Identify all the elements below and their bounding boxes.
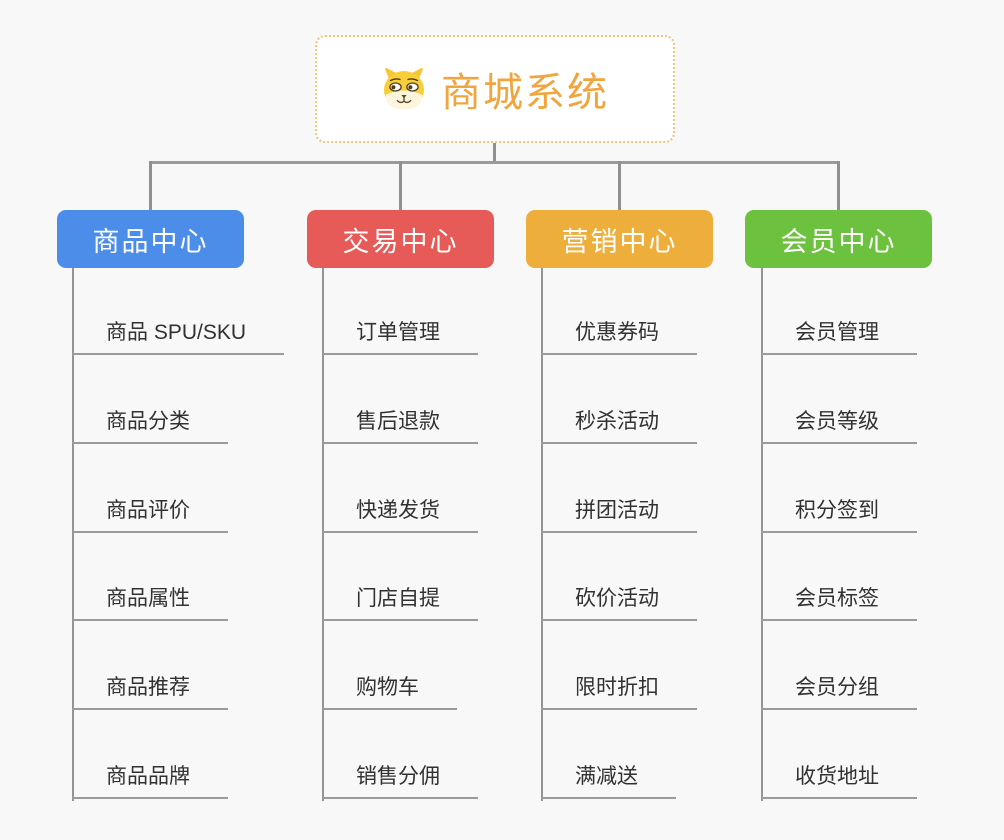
leaf-node[interactable]: 优惠券码: [541, 320, 697, 355]
leaf-node[interactable]: 快递发货: [322, 498, 478, 533]
leaf-node[interactable]: 砍价活动: [541, 586, 697, 621]
leaf-node[interactable]: 积分签到: [761, 498, 917, 533]
branch-node-marketing-center[interactable]: 营销中心: [526, 210, 713, 268]
connector-drop-product: [149, 161, 152, 210]
branch-node-product-center[interactable]: 商品中心: [57, 210, 244, 268]
leaf-node[interactable]: 商品属性: [72, 586, 228, 621]
leaf-node[interactable]: 订单管理: [322, 320, 478, 355]
trunk-line-marketing: [541, 268, 543, 801]
trunk-line-trade: [322, 268, 324, 801]
branch-node-member-center[interactable]: 会员中心: [745, 210, 932, 268]
leaf-node[interactable]: 收货地址: [761, 764, 917, 799]
root-node-label: 商城系统: [441, 71, 609, 115]
connector-drop-trade: [399, 161, 402, 210]
connector-drop-marketing: [618, 161, 621, 210]
branch-label: 会员中心: [780, 226, 897, 257]
leaf-node[interactable]: 拼团活动: [541, 498, 697, 533]
leaf-node[interactable]: 门店自提: [322, 586, 478, 621]
leaf-node[interactable]: 满减送: [541, 764, 676, 799]
trunk-line-product: [72, 268, 74, 801]
leaf-node[interactable]: 会员分组: [761, 675, 917, 710]
leaf-node[interactable]: 商品分类: [72, 409, 228, 444]
root-connector-stub: [493, 143, 496, 162]
branch-node-trade-center[interactable]: 交易中心: [307, 210, 494, 268]
leaf-node[interactable]: 商品 SPU/SKU: [72, 320, 285, 355]
leaf-node[interactable]: 会员等级: [761, 409, 917, 444]
leaf-node[interactable]: 会员管理: [761, 320, 917, 355]
leaf-node[interactable]: 限时折扣: [541, 675, 697, 710]
leaf-node[interactable]: 销售分佣: [322, 764, 478, 799]
branch-label: 交易中心: [342, 226, 459, 257]
connector-drop-member: [837, 161, 840, 210]
branch-label: 商品中心: [92, 226, 209, 257]
branch-connector-bar: [149, 161, 840, 164]
leaf-node[interactable]: 商品推荐: [72, 675, 228, 710]
leaf-node[interactable]: 商品品牌: [72, 764, 228, 799]
dog-face-icon: [381, 66, 427, 112]
leaf-node[interactable]: 商品评价: [72, 498, 228, 533]
leaf-node[interactable]: 购物车: [322, 675, 457, 710]
branch-label: 营销中心: [561, 226, 678, 257]
leaf-node[interactable]: 售后退款: [322, 409, 478, 444]
leaf-node[interactable]: 会员标签: [761, 586, 917, 621]
leaf-node[interactable]: 秒杀活动: [541, 409, 697, 444]
trunk-line-member: [761, 268, 763, 801]
root-node[interactable]: 商城系统: [315, 35, 675, 143]
